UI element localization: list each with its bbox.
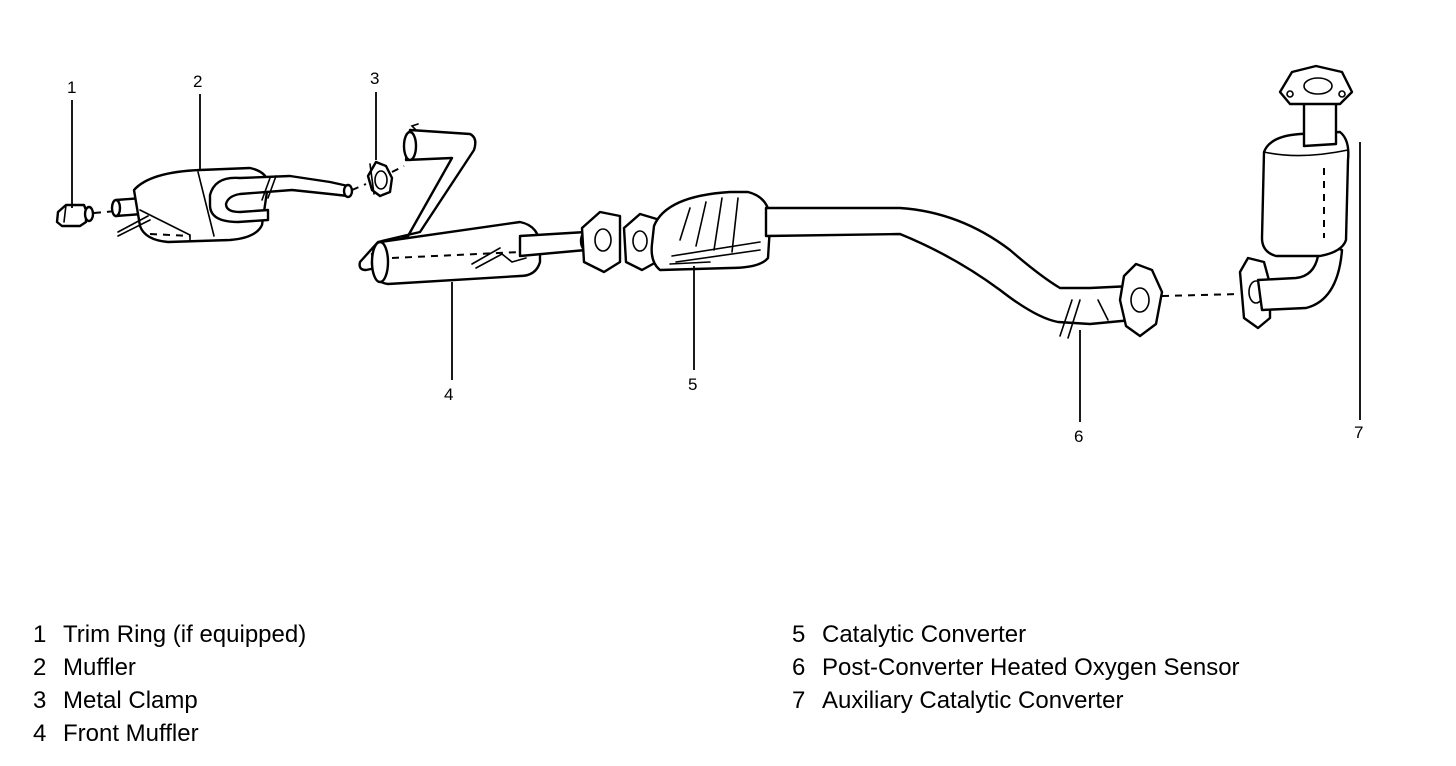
legend-number: 1 <box>33 621 47 648</box>
legend-item-trim-ring: 1 Trim Ring (if equipped) <box>33 618 306 651</box>
muffler <box>110 166 354 244</box>
legend-right-column: 5 Catalytic Converter 6 Post-Converter Hea… <box>792 618 1240 717</box>
legend-number: 2 <box>33 654 47 681</box>
front-muffler <box>358 123 593 286</box>
muffler-alignment-line <box>351 183 367 191</box>
legend-label: Post-Converter Heated Oxygen Sensor <box>822 654 1240 681</box>
catalytic-converter <box>622 190 772 272</box>
legend-item-muffler: 2 Muffler <box>33 651 306 684</box>
flange-gasket <box>580 210 622 274</box>
legend-number: 4 <box>33 720 47 747</box>
legend-label: Catalytic Converter <box>822 621 1027 648</box>
legend-item-front-muffler: 4 Front Muffler <box>33 717 306 750</box>
legend-item-catalytic-converter: 5 Catalytic Converter <box>792 618 1240 651</box>
legend-number: 7 <box>792 687 806 714</box>
callout-6: 6 <box>1074 427 1083 446</box>
legend-left-column: 1 Trim Ring (if equipped) 2 Muffler 3 Metal… <box>33 618 306 750</box>
metal-clamp <box>366 160 394 198</box>
legend-number: 5 <box>792 621 806 648</box>
callout-5: 5 <box>688 375 697 394</box>
legend-label: Muffler <box>63 654 136 681</box>
legend-label: Trim Ring (if equipped) <box>63 621 307 648</box>
pipe-flange <box>1118 262 1164 338</box>
legend-number: 3 <box>33 687 47 714</box>
legend-label: Metal Clamp <box>63 687 198 714</box>
aux-converter-alignment-line <box>1161 293 1241 297</box>
callout-3: 3 <box>370 69 379 88</box>
auxiliary-catalytic-converter <box>1238 64 1354 330</box>
legend-item-metal-clamp: 3 Metal Clamp <box>33 684 306 717</box>
clamp-alignment-line <box>391 165 405 173</box>
callout-2: 2 <box>193 72 202 91</box>
legend-item-auxiliary-catalytic-converter: 7 Auxiliary Catalytic Converter <box>792 684 1240 717</box>
legend-label: Front Muffler <box>63 720 199 747</box>
trim-ring <box>55 203 95 228</box>
legend-item-oxygen-sensor: 6 Post-Converter Heated Oxygen Sensor <box>792 651 1240 684</box>
legend-number: 6 <box>792 654 806 681</box>
callout-4: 4 <box>444 385 453 404</box>
callout-1: 1 <box>67 78 76 97</box>
legend-label: Auxiliary Catalytic Converter <box>822 687 1124 714</box>
callout-7: 7 <box>1354 423 1363 442</box>
